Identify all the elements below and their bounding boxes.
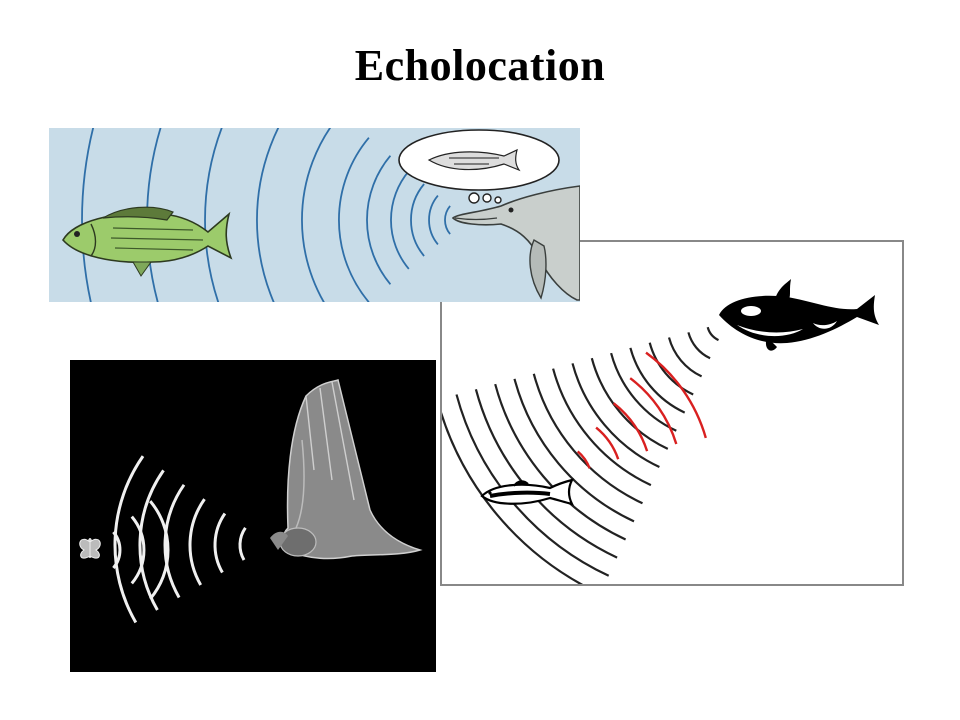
orca-wave-2 [687, 332, 711, 360]
bat-wave-7 [112, 531, 122, 569]
bat-wave-5 [138, 469, 165, 611]
echo-wave-3 [612, 402, 649, 452]
orca-wave-12 [494, 383, 627, 541]
orca-wave-4 [648, 342, 694, 396]
echo-waves [576, 351, 707, 469]
orca-wave-10 [532, 373, 643, 505]
bat-sound-waves [112, 455, 247, 624]
salmon-icon [480, 478, 575, 506]
thought-bubble-icon [398, 129, 560, 204]
dolphin-wave-4 [390, 170, 410, 270]
dolphin-icon [451, 185, 580, 301]
bat-wave-3 [188, 498, 206, 586]
orca-wave-7 [590, 357, 669, 450]
orca-wave-6 [610, 352, 677, 432]
bat-wave-4 [163, 483, 186, 599]
bat-wave-8 [130, 515, 146, 585]
orca-wave-5 [629, 347, 686, 414]
dolphin-wave-9 [204, 128, 223, 302]
slide-title: Echolocation [354, 41, 606, 90]
dolphin-wave-7 [301, 128, 332, 302]
dolphin-echolocation-illustration [49, 128, 580, 302]
bat-wave-2 [213, 512, 227, 574]
echo-wave-4 [629, 377, 678, 445]
orca-scene [442, 279, 879, 584]
moth-icon [79, 538, 101, 559]
dolphin-wave-1 [444, 205, 451, 235]
orca-wave-8 [571, 363, 660, 468]
fish-icon [62, 206, 233, 277]
dolphin-wave-3 [410, 183, 425, 257]
dolphin-wave-6 [338, 137, 370, 302]
orca-wave-3 [667, 337, 703, 378]
dolphin-wave-5 [366, 155, 392, 285]
bat-wave-1 [238, 526, 247, 561]
orca-wave-9 [552, 368, 652, 487]
dolphin-scene [62, 128, 580, 302]
bat-wave-6 [113, 455, 145, 624]
echo-wave-2 [595, 426, 620, 460]
orca-wave-15 [442, 412, 584, 584]
bat-echolocation-illustration [70, 360, 436, 672]
dolphin-wave-8 [256, 128, 280, 302]
orca-icon [719, 279, 879, 351]
bat-wave-9 [149, 500, 170, 600]
echo-wave-1 [576, 450, 591, 469]
dolphin-wave-11 [81, 128, 95, 302]
orca-sound-waves [442, 326, 720, 584]
orca-echolocation-illustration [440, 240, 904, 586]
bat-icon [270, 379, 423, 560]
bat-scene [79, 379, 423, 624]
echo-wave-5 [645, 351, 707, 439]
dolphin-wave-2 [428, 195, 439, 245]
orca-wave-11 [513, 378, 635, 523]
orca-wave-1 [706, 326, 720, 342]
